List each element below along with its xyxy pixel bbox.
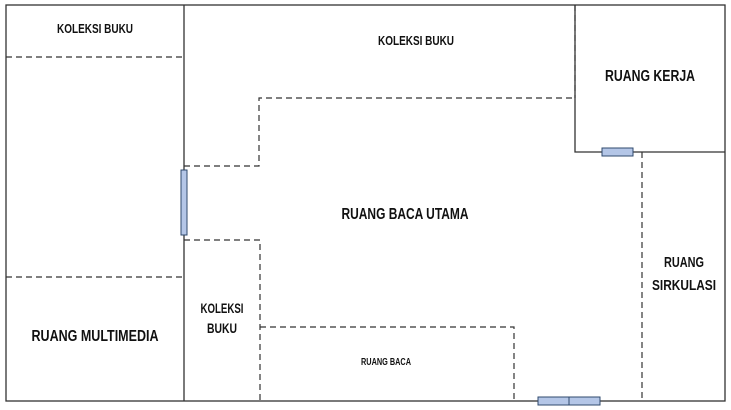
koleksi-small-boundary bbox=[184, 239, 261, 401]
door-left[interactable] bbox=[180, 169, 188, 236]
label-koleksi-buku-small-2: BUKU bbox=[207, 320, 237, 336]
label-koleksi-buku-top-left: KOLEKSI BUKU bbox=[57, 21, 133, 36]
label-ruang-sirkulasi-2: SIRKULASI bbox=[652, 277, 716, 294]
door-entrance-left[interactable] bbox=[537, 396, 570, 406]
label-ruang-baca-utama: RUANG BACA UTAMA bbox=[342, 206, 469, 223]
label-ruang-kerja: RUANG KERJA bbox=[605, 68, 695, 85]
label-ruang-multimedia: RUANG MULTIMEDIA bbox=[32, 328, 159, 345]
label-koleksi-buku-top: KOLEKSI BUKU bbox=[378, 33, 454, 48]
door-entrance-right[interactable] bbox=[568, 396, 601, 406]
label-koleksi-buku-small-1: KOLEKSI bbox=[201, 300, 244, 316]
label-ruang-baca: RUANG BACA bbox=[361, 357, 411, 368]
outer-wall bbox=[5, 4, 726, 402]
ruang-kerja-wall bbox=[574, 5, 725, 153]
ruang-baca-boundary bbox=[260, 326, 515, 401]
label-ruang-sirkulasi-1: RUANG bbox=[664, 254, 704, 271]
door-ruang-kerja[interactable] bbox=[601, 147, 634, 157]
koleksi-top-boundary bbox=[184, 97, 575, 167]
